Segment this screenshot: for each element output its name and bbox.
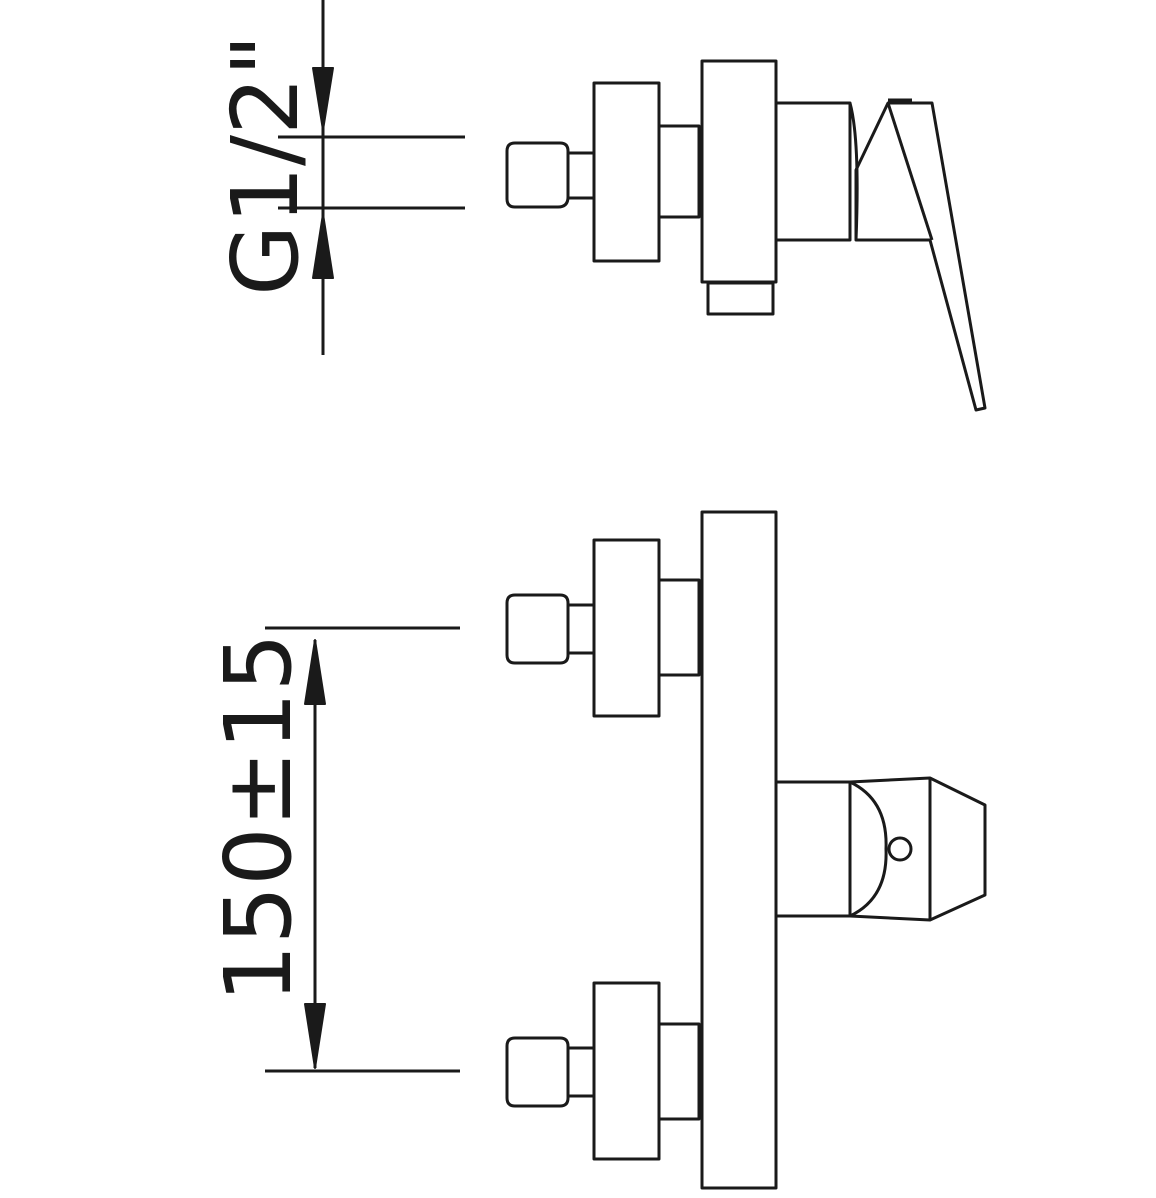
side-cartridge-housing xyxy=(774,101,852,242)
spacing-arrow-bottom xyxy=(304,1003,326,1069)
side-inlet-neck xyxy=(566,151,596,200)
spacing-dimension-label: 150±15 xyxy=(205,633,312,1003)
thread-arrow-bottom xyxy=(312,213,334,279)
front-inlet-top-neck xyxy=(566,603,596,655)
front-cartridge-housing xyxy=(774,780,852,918)
front-body xyxy=(700,510,778,1190)
front-inlet-bottom-neck xyxy=(566,1046,596,1098)
front-eccentric-top-stem xyxy=(657,578,701,677)
side-outlet xyxy=(706,281,775,316)
front-eccentric-bottom-nut xyxy=(592,981,661,1161)
side-lever-edge xyxy=(886,102,934,241)
thread-arrow-top xyxy=(312,67,334,131)
front-eccentric-top-nut xyxy=(592,538,661,718)
side-view xyxy=(278,0,987,412)
thread-dimension-label: G1/2" xyxy=(212,34,319,296)
side-eccentric-stem xyxy=(657,124,701,219)
spacing-arrow-top xyxy=(304,639,326,705)
side-inlet-nipple xyxy=(505,141,570,209)
front-cartridge-cap xyxy=(849,780,888,918)
front-inlet-bottom-nipple xyxy=(505,1036,570,1108)
front-handle-knob xyxy=(849,776,987,922)
front-handle-indicator-dot xyxy=(887,836,913,862)
front-inlet-top-nipple xyxy=(505,593,570,665)
front-view xyxy=(265,510,987,1190)
front-eccentric-bottom-stem xyxy=(657,1022,701,1121)
side-body xyxy=(700,59,778,284)
side-lever-handle xyxy=(854,101,987,412)
side-eccentric-nut xyxy=(592,81,661,263)
